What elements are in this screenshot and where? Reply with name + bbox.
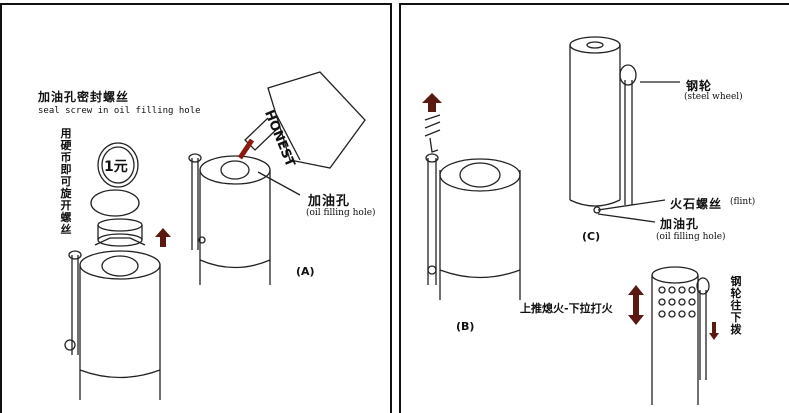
up-down-arrow-icon [628,285,644,325]
oil-hole-label-cn-c: 加油孔 [660,215,699,232]
oil-hole-label-en-a: (oil filling hole) [306,208,376,218]
up-arrow-icon-b [422,93,442,112]
lighter-insert-bottom [652,267,709,405]
oil-hole-pointer-a [258,172,300,195]
lighter-body-a [189,154,270,285]
coin-label: 1元 [104,156,128,176]
push-pull-note: 上推熄火-下拉打火 [520,300,613,316]
lighter-insert-c [570,37,636,213]
lighter-body-b [426,154,520,300]
oil-hole-pointer-c [598,214,655,222]
flint-label-en: (flint) [730,197,755,207]
oil-hole-label-cn-a: 加油孔 [308,190,350,209]
up-arrow-icon-a [155,228,171,247]
lighter-body-left [65,251,160,400]
down-arrow-icon [709,322,719,340]
wheel-down-note-vertical: 钢轮往下拨 [730,276,742,336]
coin-note-vertical: 用硬币即可旋开螺丝 [60,128,72,236]
seal-screw [95,219,145,246]
windscreen-holes [659,287,695,317]
oil-hole-label-en-c: (oil filling hole) [656,232,726,242]
seal-screw-title-en: seal screw in oil filling hole [38,106,201,116]
flint-label-cn: 火石螺丝 [670,195,722,212]
fuel-stream [240,140,252,158]
flint-spring-tool [425,115,440,152]
seal-screw-title-cn: 加油孔密封螺丝 [38,88,129,105]
step-b-label: (B) [456,320,474,333]
step-a-label: (A) [296,265,315,278]
step-c-label: (C) [582,230,600,243]
coin-icon [91,143,139,216]
steel-wheel-label-en: (steel wheel) [684,92,743,102]
